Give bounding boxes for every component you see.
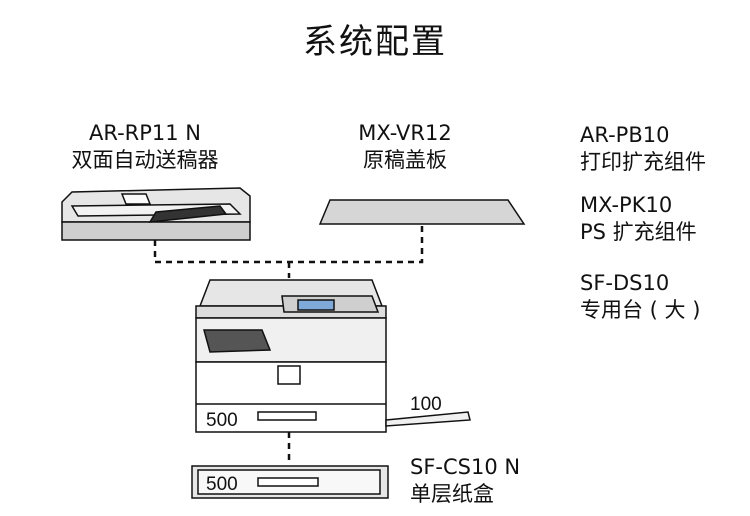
stand-label: SF-DS10 专用台 ( 大 ) [580,270,700,324]
cover-model: MX-VR12 [358,121,452,145]
print-kit-name: 打印扩充组件 [580,150,706,174]
stand-model: SF-DS10 [580,271,670,295]
ps-kit-label: MX-PK10 PS 扩充组件 [580,192,697,246]
ps-kit-name: PS 扩充组件 [580,220,697,244]
main-tray-capacity: 500 [206,410,238,431]
option-connectors [153,224,424,462]
adf-model: AR-RP11 N [88,121,202,145]
stand-name: 专用台 ( 大 ) [580,298,701,322]
tray-name: 单层纸盒 [410,482,494,506]
adf-label: AR-RP11 N 双面自动送稿器 [40,120,250,174]
tray-label: SF-CS10 N 单层纸盒 [410,454,520,508]
tray-model: SF-CS10 N [410,455,521,479]
optional-paper-tray [191,465,389,499]
adf-unit [61,187,251,241]
bypass-capacity: 100 [410,394,442,415]
copier-body [195,279,471,433]
print-kit-model: AR-PB10 [580,123,670,147]
page-title: 系统配置 [303,22,447,62]
adf-name: 双面自动送稿器 [71,148,219,172]
optional-tray-capacity: 500 [206,474,238,495]
print-kit-label: AR-PB10 打印扩充组件 [580,122,706,176]
cover-label: MX-VR12 原稿盖板 [320,120,490,174]
ps-kit-model: MX-PK10 [580,193,673,217]
cover-name: 原稿盖板 [363,148,447,172]
document-cover [318,199,526,225]
